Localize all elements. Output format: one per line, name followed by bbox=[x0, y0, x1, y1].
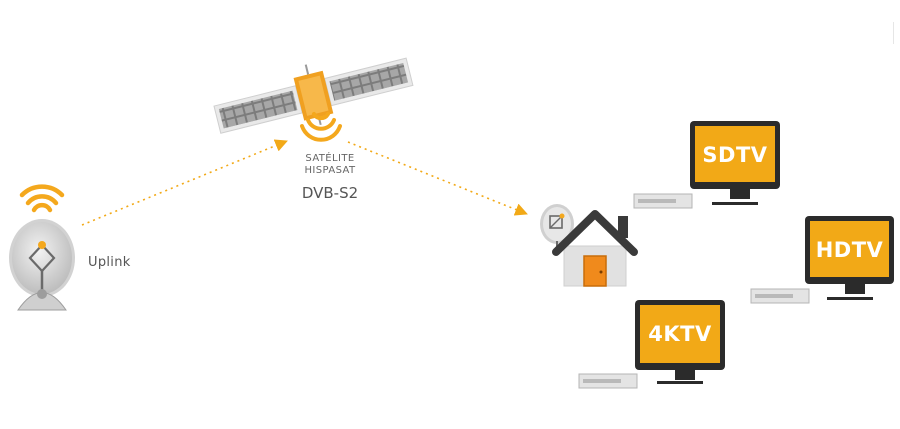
tv-4ktv-icon bbox=[578, 300, 725, 389]
downlink-signal-path bbox=[347, 141, 528, 216]
uplink-signal-path bbox=[81, 139, 288, 226]
tv-4ktv-label: 4KTV bbox=[648, 322, 712, 346]
house-icon bbox=[540, 204, 638, 287]
house-dish-icon bbox=[540, 204, 574, 250]
tv-sdtv-icon bbox=[633, 121, 780, 209]
edge-divider bbox=[893, 22, 894, 44]
uplink-dish-icon bbox=[9, 184, 75, 311]
satellite-icon bbox=[213, 57, 414, 142]
satellite-name-line2: HISPASAT bbox=[304, 165, 356, 176]
uplink-wifi-icon bbox=[19, 184, 65, 213]
tv-hdtv-label: HDTV bbox=[815, 238, 884, 262]
tv-hdtv-icon bbox=[750, 216, 894, 304]
tv-sdtv-label: SDTV bbox=[702, 143, 768, 167]
satellite-standard: DVB-S2 bbox=[301, 184, 359, 202]
tv-4ktv: 4KTV bbox=[578, 300, 727, 392]
uplink-label: Uplink bbox=[88, 255, 131, 270]
tv-sdtv: SDTV bbox=[633, 121, 782, 211]
satellite-name: SATÉLITE HISPASAT bbox=[290, 153, 370, 177]
satellite-name-line1: SATÉLITE bbox=[305, 153, 355, 164]
satellite-signal-icon bbox=[300, 112, 342, 142]
tv-hdtv: HDTV bbox=[750, 216, 896, 306]
